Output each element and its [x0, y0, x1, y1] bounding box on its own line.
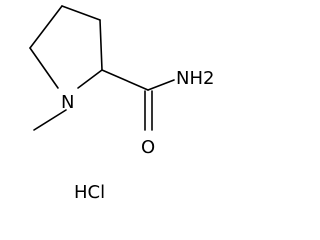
ring-bond-c3-c2: [99, 19, 103, 71]
carbonyl-amide-n-bond: [147, 79, 175, 91]
carbonyl-oxygen-label: O: [141, 137, 155, 158]
hydrochloride-label: HCl: [74, 182, 105, 203]
ring-bond-c4-c3: [61, 5, 101, 21]
n-methyl-bond: [33, 109, 67, 131]
ring-bond-c5-c4: [29, 5, 63, 49]
chemical-structure: N NH2 O HCl: [29, 5, 214, 203]
c2-carbonyl-bond: [101, 69, 149, 91]
ring-bond-n-c5: [29, 47, 59, 89]
amide-nitrogen-label: NH2: [176, 68, 214, 89]
ring-nitrogen-label: N: [61, 92, 74, 113]
ring-bond-c2-n: [77, 69, 103, 89]
